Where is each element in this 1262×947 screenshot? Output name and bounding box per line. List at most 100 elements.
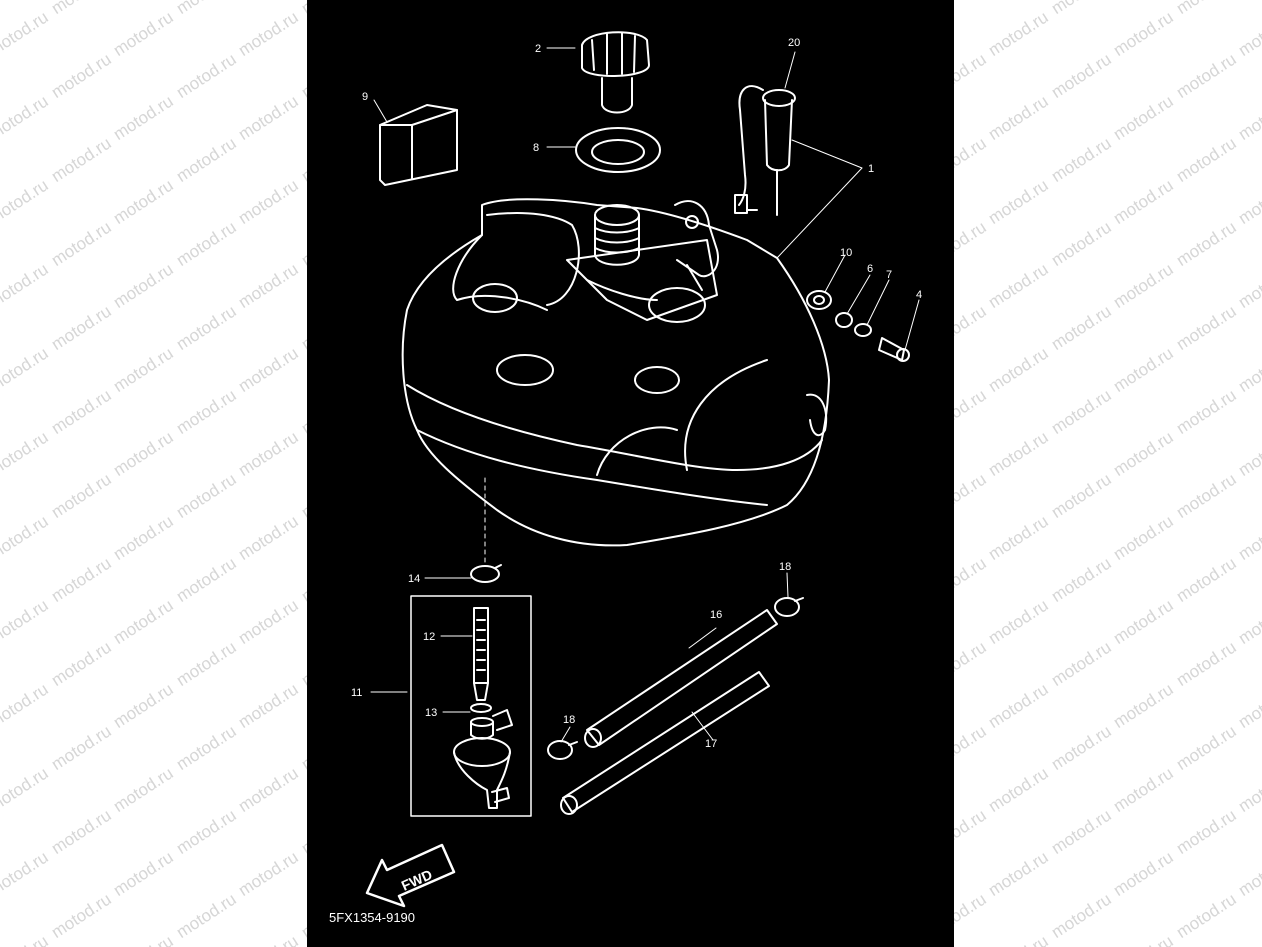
watermark-text: motod.ru: [235, 931, 302, 947]
watermark-text: motod.ru: [1234, 763, 1262, 816]
watermark-text: motod.ru: [47, 133, 115, 186]
watermark-text: motod.ru: [984, 175, 1052, 228]
watermark-text: motod.ru: [234, 91, 302, 144]
watermark-text: motod.ru: [984, 511, 1052, 564]
callout-1: 1: [868, 163, 874, 175]
watermark-text: motod.ru: [984, 595, 1052, 648]
watermark-text: motod.ru: [234, 7, 302, 60]
watermark-text: motod.ru: [1172, 49, 1240, 102]
watermark-text: motod.ru: [172, 889, 240, 942]
watermark-text: motod.ru: [234, 343, 302, 396]
watermark-text: motod.ru: [172, 217, 240, 270]
watermark-text: motod.ru: [47, 889, 115, 942]
watermark-text: motod.ru: [47, 217, 115, 270]
watermark-text: motod.ru: [172, 385, 240, 438]
watermark-text: motod.ru: [109, 259, 177, 312]
watermark-text: motod.ru: [1172, 133, 1240, 186]
watermark-text: motod.ru: [984, 91, 1052, 144]
callout-14: 14: [408, 573, 420, 585]
filler-neck: [594, 204, 640, 266]
watermark-text: motod.ru: [984, 427, 1052, 480]
callout-11: 11: [351, 687, 362, 699]
watermark-text: motod.ru: [47, 49, 115, 102]
watermark-text: motod.ru: [172, 469, 240, 522]
watermark-text: motod.ru: [47, 721, 115, 774]
watermark-text: motod.ru: [234, 511, 302, 564]
watermark-text: motod.ru: [984, 847, 1052, 900]
diagram-panel: [307, 0, 954, 947]
watermark-text: motod.ru: [173, 0, 240, 19]
watermark-text: motod.ru: [1172, 385, 1240, 438]
watermark-text: motod.ru: [1047, 469, 1115, 522]
callout-4: 4: [916, 289, 922, 301]
hose-16: [584, 609, 778, 748]
watermark-text: motod.ru: [1109, 511, 1177, 564]
mount-hardware: [806, 290, 910, 362]
watermark-text: motod.ru: [109, 7, 177, 60]
watermark-text: motod.ru: [1234, 595, 1262, 648]
watermark-text: motod.ru: [0, 511, 52, 564]
watermark-text: motod.ru: [1109, 259, 1177, 312]
watermark-text: motod.ru: [1172, 805, 1240, 858]
watermark-text: motod.ru: [1172, 217, 1240, 270]
watermark-text: motod.ru: [234, 763, 302, 816]
watermark-text: motod.ru: [984, 259, 1052, 312]
watermark-text: motod.ru: [109, 763, 177, 816]
watermark-text: motod.ru: [0, 427, 52, 480]
watermark-text: motod.ru: [1047, 217, 1115, 270]
watermark-text: motod.ru: [1109, 7, 1177, 60]
watermark-text: motod.ru: [0, 847, 52, 900]
watermark-text: motod.ru: [1172, 889, 1240, 942]
watermark-text: motod.ru: [1234, 511, 1262, 564]
watermark-text: motod.ru: [1047, 889, 1115, 942]
watermark-text: motod.ru: [1047, 49, 1115, 102]
watermark-text: motod.ru: [1109, 679, 1177, 732]
watermark-text: motod.ru: [234, 847, 302, 900]
watermark-text: motod.ru: [109, 343, 177, 396]
leader-lines: [370, 47, 920, 743]
watermark-text: motod.ru: [1047, 385, 1115, 438]
hose-17: [560, 671, 770, 815]
callout-2: 2: [535, 43, 541, 55]
watermark-text: motod.ru: [1234, 427, 1262, 480]
watermark-text: motod.ru: [0, 679, 52, 732]
watermark-text: motod.ru: [1047, 637, 1115, 690]
callout-7: 7: [886, 269, 892, 281]
watermark-text: motod.ru: [47, 805, 115, 858]
watermark-text: motod.ru: [1048, 0, 1115, 19]
watermark-text: motod.ru: [1047, 553, 1115, 606]
watermark-text: motod.ru: [109, 595, 177, 648]
watermark-text: motod.ru: [1047, 721, 1115, 774]
watermark-text: motod.ru: [109, 511, 177, 564]
callout-12: 12: [423, 631, 435, 643]
fuel-tank: [401, 198, 830, 547]
watermark-text: motod.ru: [47, 553, 115, 606]
watermark-text: motod.ru: [172, 553, 240, 606]
watermark-text: motod.ru: [109, 847, 177, 900]
watermark-text: motod.ru: [0, 259, 52, 312]
watermark-text: motod.ru: [1109, 175, 1177, 228]
callout-18-upper: 18: [779, 561, 791, 573]
cap-gasket: [575, 127, 661, 173]
callout-20: 20: [788, 37, 800, 49]
watermark-text: motod.ru: [172, 49, 240, 102]
watermark-text: motod.ru: [172, 721, 240, 774]
clip-18-upper: [774, 597, 804, 617]
watermark-text: motod.ru: [0, 343, 52, 396]
clip-18-lower: [547, 740, 578, 760]
watermark-text: motod.ru: [47, 301, 115, 354]
watermark-text: motod.ru: [172, 301, 240, 354]
watermark-text: motod.ru: [1234, 343, 1262, 396]
watermark-text: motod.ru: [47, 385, 115, 438]
callout-6: 6: [867, 263, 873, 275]
watermark-text: motod.ru: [1047, 301, 1115, 354]
watermark-text: motod.ru: [1109, 595, 1177, 648]
fuel-tank-exploded-diagram: 2 8 9 20 1 10 6 7 4 14 12 11 13 18 18 16…: [329, 31, 922, 925]
watermark-text: motod.ru: [1109, 847, 1177, 900]
diagram-code: 5FX1354-9190: [329, 910, 415, 925]
watermark-text: motod.ru: [234, 595, 302, 648]
watermark-text: motod.ru: [234, 259, 302, 312]
callout-18-lower: 18: [563, 714, 575, 726]
watermark-text: motod.ru: [47, 637, 115, 690]
callout-13: 13: [425, 707, 437, 719]
